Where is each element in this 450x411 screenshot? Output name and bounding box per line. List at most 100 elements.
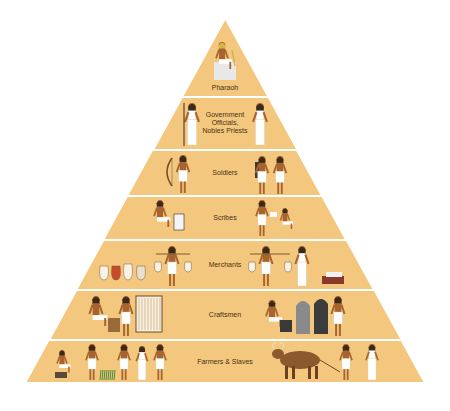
- person-figure: [340, 344, 352, 380]
- figure-leg: [281, 183, 283, 194]
- figure-kilt: [298, 262, 307, 286]
- loom-thread: [157, 298, 158, 330]
- figure-kilt: [88, 358, 96, 369]
- figure-leg: [173, 274, 175, 286]
- rank-label: Soldiers: [205, 169, 245, 177]
- figure-kilt: [262, 262, 271, 274]
- crook: [232, 50, 235, 66]
- person-figure: [154, 344, 166, 380]
- figure-leg: [104, 318, 106, 326]
- figure-kilt: [138, 360, 146, 380]
- figure-leg: [343, 369, 345, 380]
- ox-horns: [272, 343, 283, 349]
- person-figure: [119, 296, 132, 336]
- figure-kilt: [255, 120, 264, 145]
- figure-torso: [157, 206, 163, 217]
- figure-leg: [263, 225, 265, 236]
- ox-leg: [285, 366, 288, 379]
- figure-hair: [343, 345, 349, 351]
- figure-leg: [123, 324, 125, 336]
- pyramid-band: Soldiers: [127, 150, 322, 196]
- figure-arm: [89, 305, 92, 314]
- figure-leg: [180, 182, 182, 193]
- figure-arm: [275, 308, 278, 316]
- figure-leg: [169, 274, 171, 286]
- figure-head: [219, 42, 225, 48]
- figure-kilt: [122, 312, 131, 324]
- pot: [284, 262, 291, 272]
- block: [280, 320, 292, 332]
- figure-leg: [263, 183, 265, 194]
- figure-hair: [334, 297, 341, 304]
- figure-kilt: [342, 358, 350, 369]
- rank-label: Farmers & Slaves: [195, 358, 255, 366]
- figure-head: [121, 344, 127, 350]
- figure-leg: [89, 369, 91, 380]
- person-figure: [165, 246, 178, 286]
- figure-hair: [259, 201, 265, 207]
- figure-head: [188, 103, 196, 111]
- loom-thread: [145, 298, 146, 330]
- figure-kilt: [187, 120, 196, 145]
- person-figure: [57, 350, 71, 373]
- grain-stalk: [112, 370, 113, 380]
- figure-arm: [216, 50, 219, 58]
- figure-leg: [229, 62, 231, 69]
- staff: [184, 103, 185, 146]
- pot: [100, 266, 109, 280]
- ox-leg: [292, 366, 295, 379]
- figure-head: [334, 296, 341, 303]
- figure-hair: [168, 247, 175, 254]
- person-figure: [259, 246, 272, 286]
- throne: [214, 62, 236, 80]
- pyramid-band: Craftsmen: [49, 290, 402, 340]
- figure-hair: [122, 297, 129, 304]
- pot: [124, 264, 133, 280]
- band-fill: [49, 290, 402, 340]
- figure-head: [277, 156, 284, 163]
- figure-arm: [266, 308, 269, 316]
- ox-leg: [308, 366, 311, 379]
- figure-torso: [59, 355, 64, 364]
- band-fill: [76, 240, 374, 290]
- figure-leg: [157, 369, 159, 380]
- pyramid-band: Government Officials, Nobles Priests: [153, 97, 298, 150]
- figure-hair: [89, 345, 95, 351]
- figure-leg: [93, 369, 95, 380]
- figure-head: [262, 246, 269, 253]
- person-figure: [256, 200, 268, 236]
- figure-torso: [219, 48, 225, 59]
- pyramid-band: Farmers & Slaves: [25, 340, 425, 383]
- loom-thread: [154, 298, 155, 330]
- figure-leg: [68, 367, 70, 373]
- figure-leg: [184, 182, 186, 193]
- grain-stalk: [114, 370, 115, 380]
- figure-head: [157, 344, 163, 350]
- loom-frame: [136, 296, 162, 332]
- figure-kilt: [368, 358, 376, 380]
- person-figure: [366, 344, 378, 380]
- figure-arm: [163, 208, 166, 216]
- grinding-stone: [55, 372, 67, 378]
- bow: [167, 158, 172, 186]
- pyramid-band: Scribes: [103, 196, 346, 240]
- desk-outline: [174, 214, 184, 230]
- rank-label: Merchants: [203, 261, 247, 269]
- person-figure: [256, 156, 269, 194]
- figure-kilt: [120, 358, 128, 369]
- figure-head: [369, 344, 375, 350]
- statue: [296, 301, 310, 334]
- person-figure: [118, 344, 130, 380]
- figure-head: [180, 155, 187, 162]
- figure-arm: [99, 305, 102, 314]
- ox-head: [272, 349, 284, 359]
- person-figure: [185, 103, 199, 145]
- figure-head: [256, 103, 264, 111]
- figure-kilt: [258, 171, 266, 182]
- figure-kilt: [168, 262, 177, 274]
- yoke: [156, 254, 190, 255]
- grain-stalk: [106, 370, 107, 380]
- plough: [320, 360, 340, 372]
- bow-string: [172, 158, 173, 186]
